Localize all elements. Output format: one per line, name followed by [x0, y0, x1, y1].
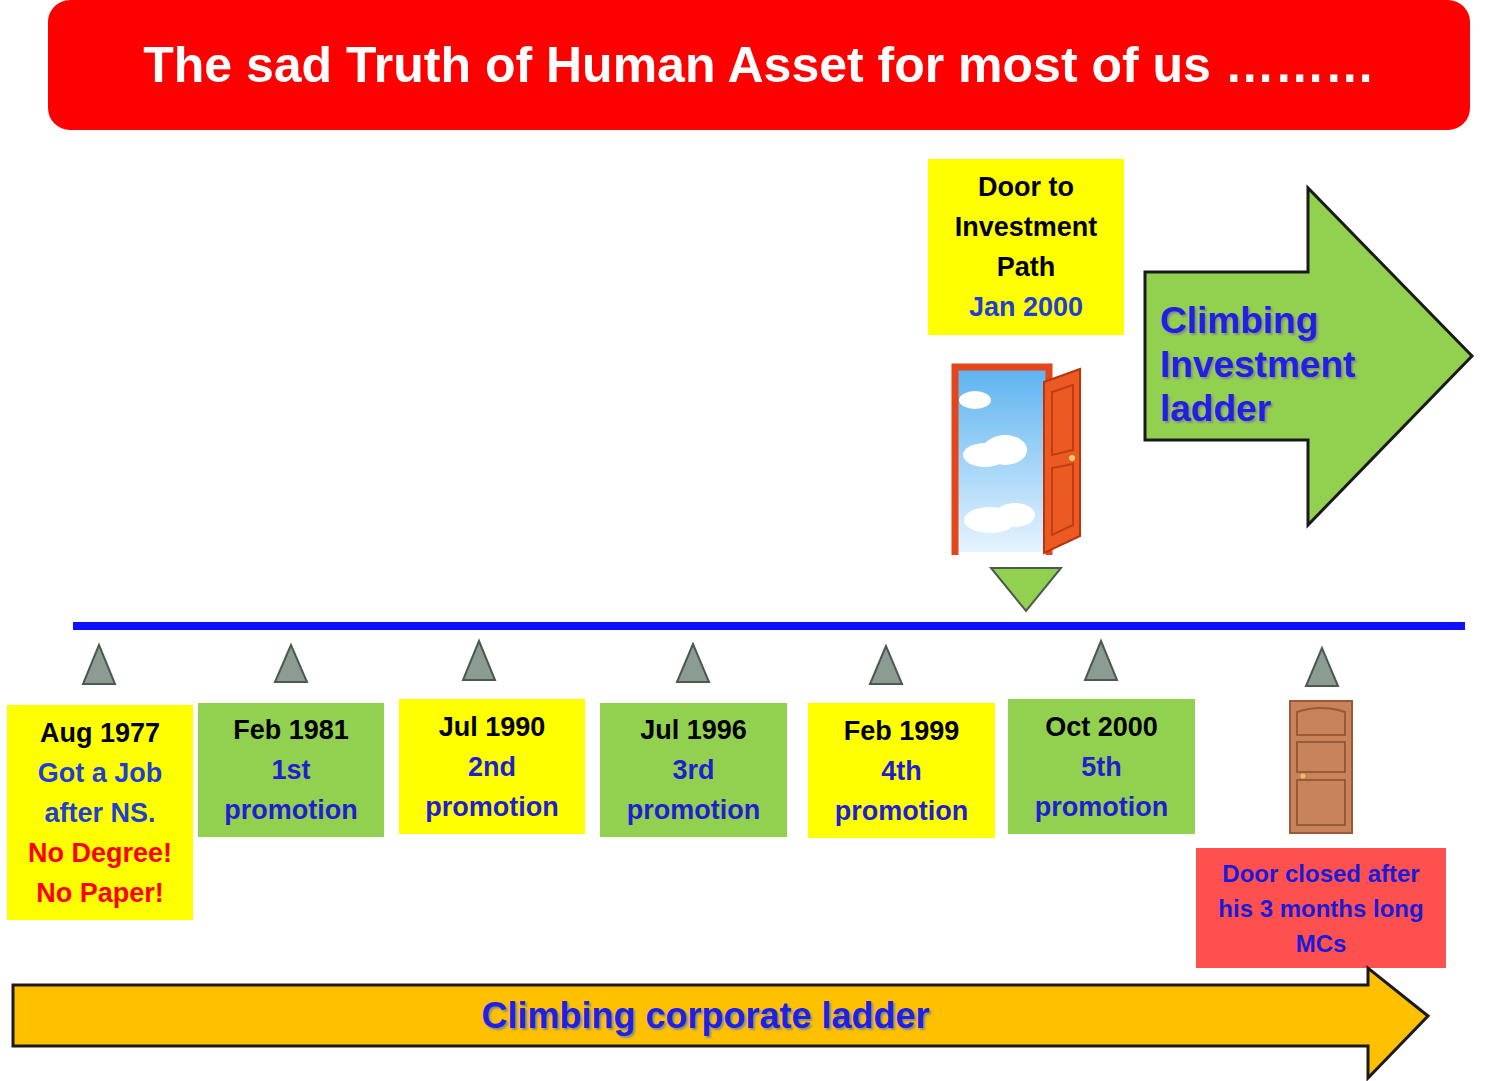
box-text: Jul 1996 [640, 710, 747, 750]
timeline-markers [83, 641, 1338, 686]
timeline-box: Jul 19902nd promotion [399, 699, 585, 834]
box-text: Jan 2000 [969, 287, 1083, 327]
timeline-box: Jul 19963rd promotion [600, 703, 787, 837]
timeline-box: Aug 1977Got a Job after NS.No Degree! No… [7, 705, 193, 920]
box-text: Feb 1981 [233, 710, 349, 750]
arrow-band: Climbing Investment ladder [1145, 188, 1472, 525]
timeline-box: Feb 19811st promotion [198, 703, 384, 837]
arrow-label: Climbing corporate ladder [481, 994, 929, 1038]
box-text: 5th promotion [1014, 747, 1189, 827]
timeline-marker [463, 641, 495, 680]
box-text: Jul 1990 [439, 707, 546, 747]
timeline-marker [1306, 648, 1338, 686]
timeline-marker [1085, 641, 1117, 680]
timeline-marker [870, 646, 902, 684]
timeline-box: Feb 19994th promotion [808, 703, 995, 838]
timeline-box: Oct 20005th promotion [1008, 699, 1195, 834]
closed-door-icon [1290, 701, 1352, 833]
door-closed-box: Door closed after his 3 months long MCs [1196, 848, 1446, 968]
timeline-marker [677, 644, 709, 682]
door-box: Door to Investment PathJan 2000 [928, 159, 1124, 335]
arrow-outline [13, 968, 1428, 1078]
arrow-label-area: Climbing corporate ladder [13, 985, 1398, 1046]
timeline-marker [83, 645, 115, 684]
box-text: 3rd promotion [606, 750, 781, 830]
timeline-marker [275, 645, 307, 682]
box-text: 4th promotion [814, 751, 989, 831]
arrow-label-area: Climbing Investment ladder [1160, 290, 1385, 440]
box-text: 1st promotion [204, 750, 378, 830]
timeline-axis [73, 622, 1465, 630]
arrow-band: Climbing corporate ladder [13, 968, 1428, 1078]
title-text: The sad Truth of Human Asset for most of… [143, 36, 1375, 94]
box-text: Feb 1999 [844, 711, 960, 751]
box-text: Door closed after his 3 months long MCs [1202, 856, 1440, 961]
box-text: Got a Job after NS. [13, 753, 187, 833]
box-text: Door to Investment Path [934, 167, 1118, 287]
arrow-label: Climbing Investment ladder [1160, 299, 1385, 431]
box-text: Aug 1977 [40, 713, 160, 753]
arrow-outline [1145, 188, 1472, 525]
box-text: Oct 2000 [1045, 707, 1158, 747]
door-marker [991, 568, 1061, 611]
open-door-icon [955, 367, 1080, 555]
box-text: No Degree! No Paper! [13, 833, 187, 913]
box-text: 2nd promotion [405, 747, 579, 827]
title-banner: The sad Truth of Human Asset for most of… [48, 0, 1470, 130]
